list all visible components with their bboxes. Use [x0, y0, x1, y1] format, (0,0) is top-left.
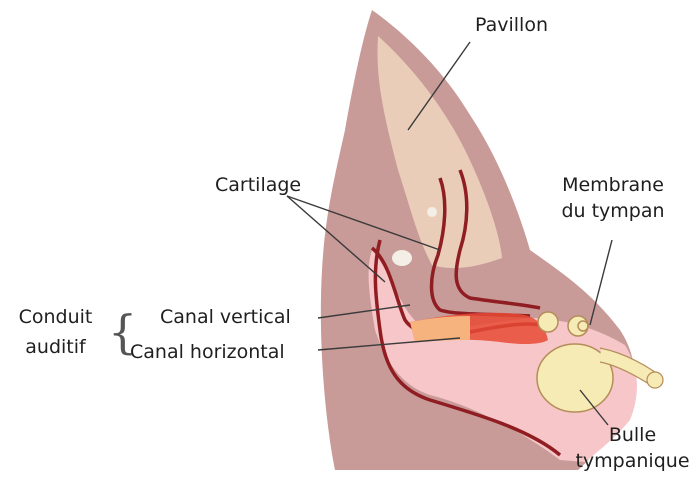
label-bulle: Bulle tympanique	[565, 424, 700, 472]
label-membrane: Membrane du tympan	[548, 174, 678, 222]
cartilage-patch-2	[427, 207, 437, 217]
label-bulle-line2: tympanique	[565, 450, 700, 472]
tube-end	[647, 372, 663, 388]
label-pavillon: Pavillon	[475, 14, 548, 36]
label-membrane-line2: du tympan	[548, 200, 678, 222]
cartilage-patch	[392, 250, 412, 266]
label-conduit-line2: auditif	[8, 336, 103, 358]
label-canal-vertical: Canal vertical	[160, 306, 291, 328]
label-cartilage: Cartilage	[215, 174, 301, 196]
label-conduit-line1: Conduit	[8, 306, 103, 328]
ossicle-1	[538, 312, 558, 332]
label-canal-horizontal: Canal horizontal	[130, 341, 285, 363]
label-membrane-line1: Membrane	[548, 174, 678, 196]
label-conduit: Conduit auditif	[8, 306, 103, 358]
label-bulle-line1: Bulle	[565, 424, 700, 446]
